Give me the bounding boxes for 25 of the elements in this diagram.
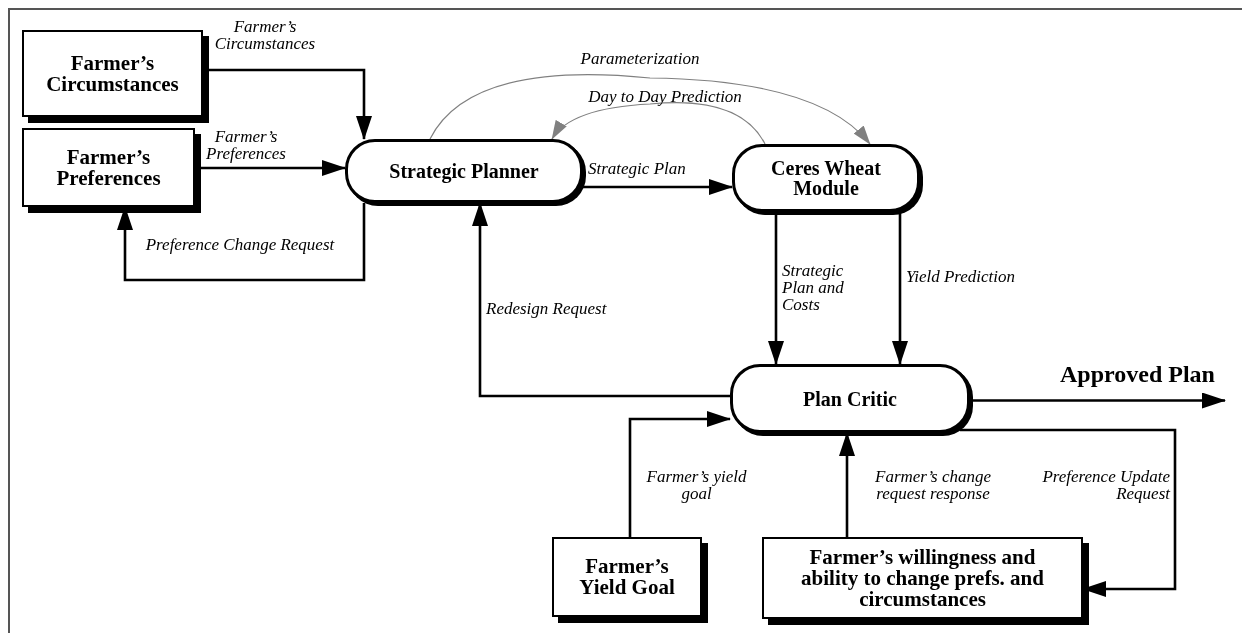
process-pill: Ceres Wheat Module xyxy=(732,144,920,212)
process-pill: Plan Critic xyxy=(730,364,970,433)
edge-label: Farmer’s change request response xyxy=(874,468,992,502)
arrow xyxy=(429,74,871,145)
edge-label: Preference Change Request xyxy=(144,236,336,253)
arrow xyxy=(892,212,908,365)
edge-label: Strategic Plan xyxy=(588,160,687,177)
process-pill: Strategic Planner xyxy=(345,139,583,203)
arrow xyxy=(768,212,784,365)
edge-label: Day to Day Prediction xyxy=(587,88,743,105)
edge-label: Farmer’s Preferences xyxy=(205,128,287,162)
arrow xyxy=(628,411,731,537)
edge-label: Strategic Plan and Costs xyxy=(782,262,845,313)
edge-label: Preference Update Request xyxy=(1041,468,1170,502)
arrow xyxy=(583,179,733,195)
edge-label: Parameterization xyxy=(579,50,701,67)
edge-label: Farmer’s yield goal xyxy=(645,468,748,502)
edge-label: Yield Prediction xyxy=(906,268,1017,285)
arrow xyxy=(960,428,1177,597)
edge-label: Redesign Request xyxy=(486,300,608,317)
arrow xyxy=(551,102,766,145)
arrow xyxy=(117,203,366,282)
edge-label: Approved Plan xyxy=(1060,362,1216,386)
arrow xyxy=(970,392,1226,409)
edge-label: Farmer’s Circumstances xyxy=(213,18,317,52)
